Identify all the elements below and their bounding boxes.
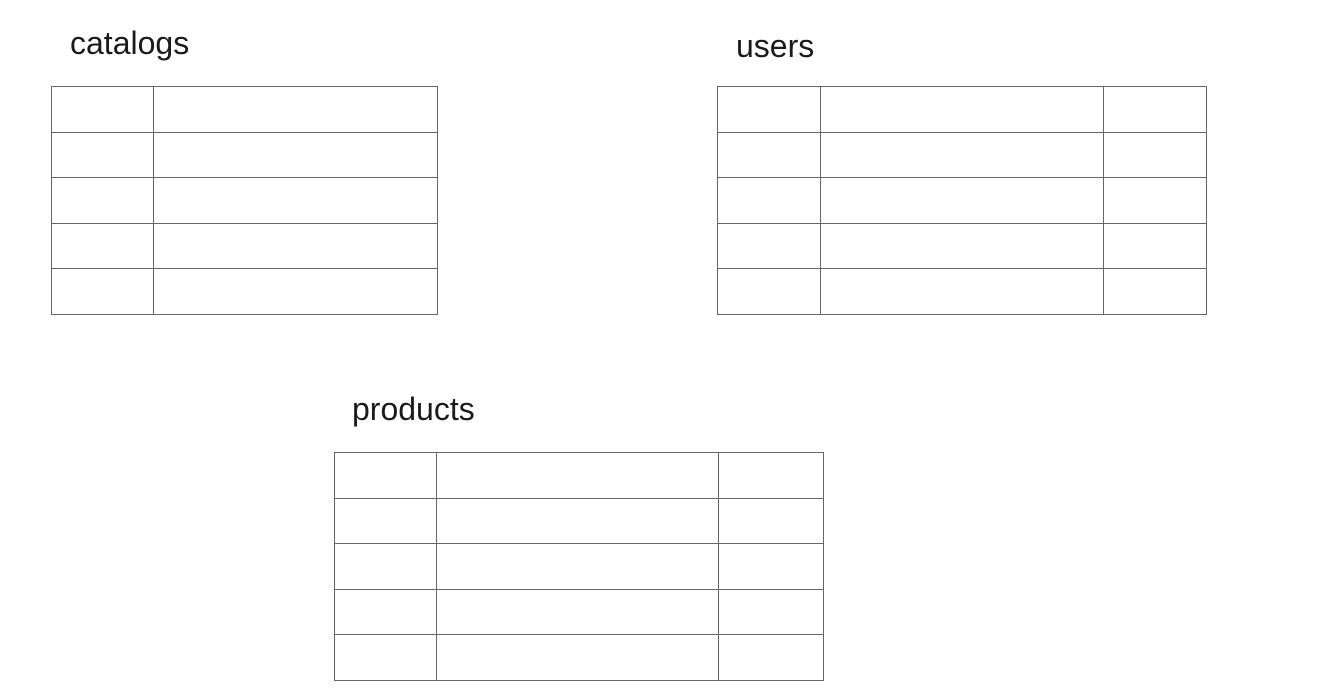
products-cell (436, 497, 719, 545)
products-cell (718, 497, 824, 545)
products-row (334, 543, 824, 590)
users-cell (717, 86, 821, 133)
users-row (717, 222, 1207, 270)
products-cell (718, 543, 824, 590)
products-cell (718, 452, 824, 499)
users-cell (820, 131, 1104, 179)
users-row (717, 268, 1207, 315)
products-cell (334, 452, 437, 499)
catalogs-cell (153, 177, 438, 224)
users-cell (820, 222, 1104, 270)
products-cell (718, 634, 824, 681)
products-row (334, 497, 824, 545)
products-cell (436, 452, 719, 499)
users-cell (1103, 86, 1207, 133)
users-title: users (736, 28, 815, 64)
users-cell (1103, 177, 1207, 224)
users-cell (1103, 268, 1207, 315)
users-cell (820, 268, 1104, 315)
products-title: products (352, 391, 475, 427)
products-row (334, 588, 824, 636)
users-cell (717, 131, 821, 179)
catalogs-row (51, 268, 438, 315)
products-cell (436, 588, 719, 636)
products-cell (334, 543, 437, 590)
users-cell (820, 86, 1104, 133)
products-cell (436, 543, 719, 590)
users-row (717, 177, 1207, 224)
catalogs-cell (153, 131, 438, 179)
products-row (334, 452, 824, 499)
catalogs-cell (153, 268, 438, 315)
users-cell (717, 268, 821, 315)
products-cell (334, 634, 437, 681)
users-cell (820, 177, 1104, 224)
users-row (717, 86, 1207, 133)
catalogs-cell (153, 86, 438, 133)
users-row (717, 131, 1207, 179)
catalogs-row (51, 131, 438, 179)
catalogs-cell (51, 268, 154, 315)
catalogs-cell (51, 86, 154, 133)
catalogs-cell (51, 177, 154, 224)
products-cell (718, 588, 824, 636)
users-cell (1103, 222, 1207, 270)
products-cell (436, 634, 719, 681)
products-row (334, 634, 824, 681)
products-grid (334, 452, 824, 681)
users-cell (717, 222, 821, 270)
catalogs-row (51, 86, 438, 133)
products-cell (334, 497, 437, 545)
catalogs-row (51, 177, 438, 224)
catalogs-row (51, 222, 438, 270)
catalogs-cell (51, 131, 154, 179)
users-cell (717, 177, 821, 224)
users-grid (717, 86, 1207, 315)
catalogs-grid (51, 86, 438, 315)
products-cell (334, 588, 437, 636)
catalogs-title: catalogs (70, 25, 190, 61)
catalogs-cell (51, 222, 154, 270)
catalogs-cell (153, 222, 438, 270)
users-cell (1103, 131, 1207, 179)
